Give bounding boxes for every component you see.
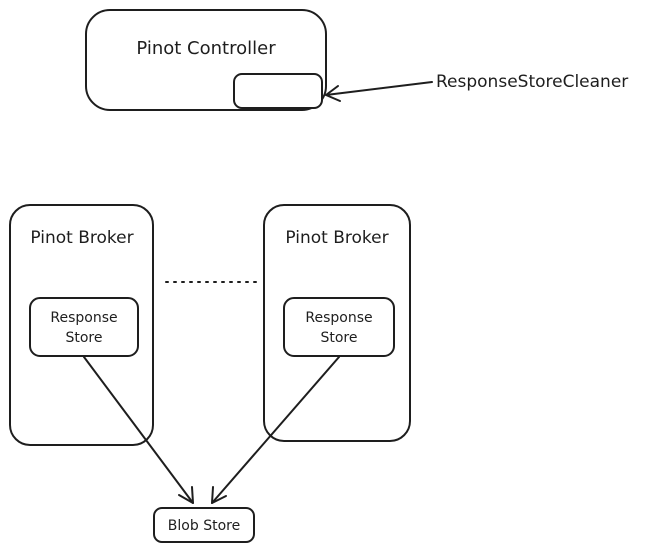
pinot-controller-node: Pinot Controller: [85, 9, 327, 111]
pinot-broker-left-node: Pinot Broker Response Store: [9, 204, 154, 446]
response-store-right-line2: Store: [320, 330, 357, 346]
blob-store-node: Blob Store: [153, 507, 255, 543]
blob-store-label: Blob Store: [168, 518, 240, 534]
broker-left-title: Pinot Broker: [30, 228, 133, 248]
cleaner-label: ResponseStoreCleaner: [436, 72, 628, 92]
controller-title: Pinot Controller: [136, 38, 276, 59]
response-store-left-box: [29, 297, 139, 357]
response-store-left-line2: Store: [65, 330, 102, 346]
response-store-left-line1: Response: [50, 310, 117, 326]
response-store-right-line1: Response: [305, 310, 372, 326]
blob-store-box: [153, 507, 255, 543]
broker-right-title: Pinot Broker: [285, 228, 388, 248]
cleaner-arrow: [325, 81, 433, 96]
pinot-broker-right-node: Pinot Broker Response Store: [263, 204, 411, 442]
left-store-to-blob-arrow: [83, 356, 194, 504]
response-store-right-box: [283, 297, 395, 357]
cleaner-arrowhead: [325, 85, 341, 102]
right-store-to-blob-arrow: [211, 356, 340, 504]
cleaner-annotation: ResponseStoreCleaner: [325, 72, 628, 102]
cleaner-component-box: [233, 73, 323, 109]
